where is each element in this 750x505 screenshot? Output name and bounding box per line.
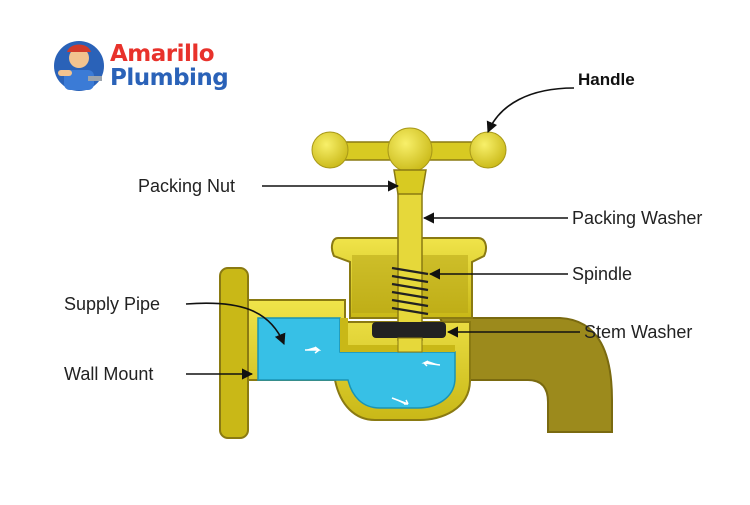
water-flow-arrows [305,346,441,405]
spindle [397,191,423,341]
plumber-mascot-icon [54,41,104,91]
brand-name-line1: Amarillo [110,41,215,67]
label-spindle: Spindle [572,264,633,284]
label-packing-nut: Packing Nut [138,176,236,196]
stem-washer [372,322,446,338]
label-stem-washer: Stem Washer [584,322,693,342]
handle-knob-left [311,131,349,169]
brand-logo: Amarillo Plumbing [52,36,252,96]
brand-name-line2: Plumbing [110,65,229,91]
handle-knob-center [387,127,433,173]
handle-knob-right [469,131,507,169]
faucet-spout [438,317,613,433]
spindle-threads [391,266,429,316]
water-channel [257,317,456,409]
wall-mount-flange [219,267,249,439]
label-handle: Handle [578,70,635,89]
leader-lines [185,87,580,380]
label-supply-pipe: Supply Pipe [64,294,161,314]
leader-supply-pipe [185,302,286,346]
packing-nut [393,169,427,195]
label-packing-washer: Packing Washer [572,208,703,228]
label-wall-mount: Wall Mount [64,364,154,384]
leader-handle [486,87,575,134]
